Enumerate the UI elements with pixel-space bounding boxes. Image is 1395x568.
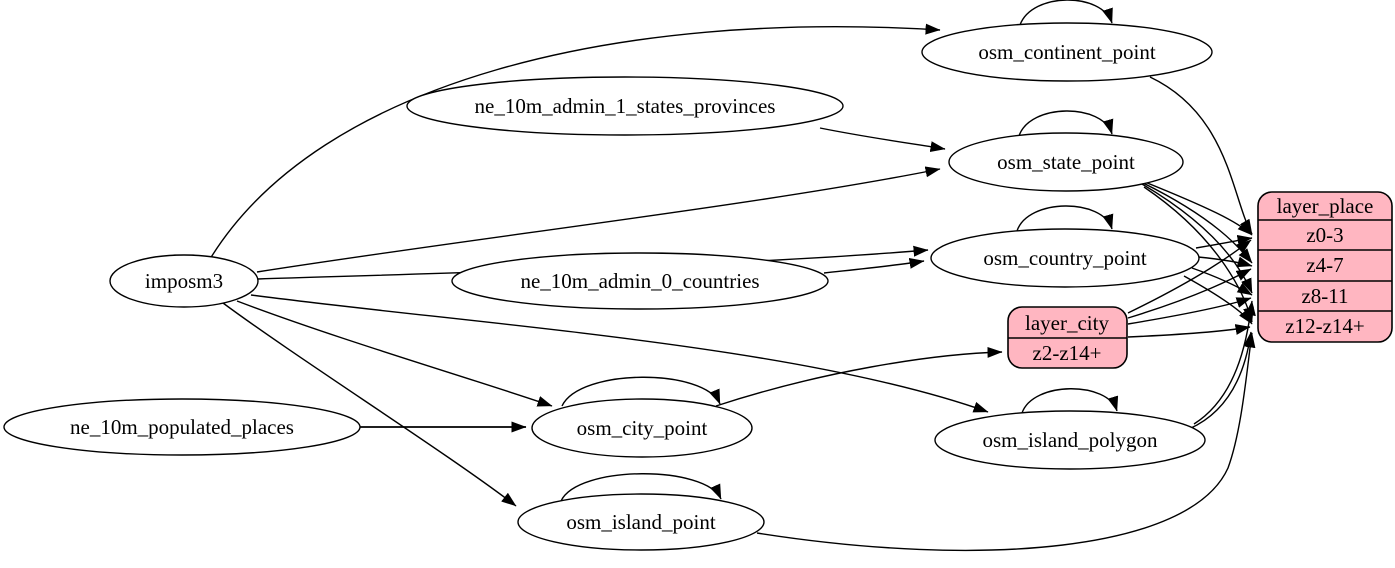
edge-osm_island_point-layer_place-z12-z14 (756, 332, 1256, 552)
node-ne_10m_admin_0_countries: ne_10m_admin_0_countries (451, 252, 829, 310)
osm_country_point-shape (930, 228, 1200, 288)
ne_10m_admin_1_states_provinces-label: ne_10m_admin_1_states_provinces (475, 94, 776, 118)
osm_country_point-label: osm_country_point (983, 246, 1146, 270)
self-loop-osm_island_point (560, 473, 722, 502)
edge-imposm3-osm_island_point (222, 302, 517, 507)
node-osm_island_point: osm_island_point (517, 493, 765, 551)
ne_10m_admin_1_states_provinces-shape (406, 76, 844, 136)
edge-osm_country_point-layer_place-z0-3 (1195, 234, 1253, 249)
self-loop-osm_country_point (1016, 205, 1114, 232)
node-ne_10m_admin_1_states_provinces: ne_10m_admin_1_states_provinces (406, 76, 844, 136)
edge-layer_city-layer_place-z0-3 (1127, 239, 1252, 314)
edge-osm_island_polygon-layer_place-z8-11 (1193, 300, 1256, 425)
node-layer_city: layer_city z2-z14+ (1007, 306, 1128, 369)
imposm3-label: imposm3 (145, 269, 223, 293)
layer_place-row-z0-3: z0-3 (1306, 223, 1343, 247)
edge-layer_city-layer_place-z4-7 (1127, 268, 1252, 319)
node-osm_island_polygon: osm_island_polygon (934, 410, 1206, 470)
node-osm_country_point: osm_country_point (930, 228, 1200, 288)
ne_10m_populated_places-shape (3, 398, 361, 456)
layer_place-row-z8-11: z8-11 (1301, 284, 1348, 308)
node-layer_place: layer_place z0-3 z4-7 z8-11 z12-z14+ (1257, 191, 1393, 343)
ne_10m_admin_0_countries-shape (451, 252, 829, 310)
edge-ne_10m_admin_0_countries-osm_country_point (823, 257, 925, 274)
osm_state_point-label: osm_state_point (997, 150, 1135, 174)
imposm3-shape (109, 254, 259, 308)
osm_island_point-shape (517, 493, 765, 551)
ne_10m_admin_0_countries-label: ne_10m_admin_0_countries (520, 269, 759, 293)
edge-osm_country_point-layer_place-z8-11 (1191, 267, 1253, 296)
node-imposm3: imposm3 (109, 254, 259, 308)
osm_city_point-shape (531, 398, 753, 458)
edge-osm_country_point-layer_place-z4-7 (1197, 256, 1253, 268)
layer_place-row-z12-z14: z12-z14+ (1285, 314, 1364, 338)
nodes: imposm3 ne_10m_admin_1_states_provinces … (3, 22, 1393, 551)
edge-imposm3-osm_island_polygon (250, 294, 989, 413)
layer_city-header: layer_city (1025, 311, 1109, 335)
node-osm_city_point: osm_city_point (531, 398, 753, 458)
osm_continent_point-label: osm_continent_point (978, 40, 1155, 64)
self-loop-osm_continent_point (1019, 0, 1113, 26)
edge-ne_10m_admin_1_states_provinces-osm_state_point (819, 127, 946, 153)
osm_state_point-shape (948, 132, 1184, 192)
osm_island_point-label: osm_island_point (566, 510, 716, 534)
layer_place-header: layer_place (1277, 194, 1374, 218)
edge-layer_city-layer_place-z8-11 (1127, 297, 1252, 325)
edge-imposm3-osm_city_point (236, 300, 553, 407)
osm_island_polygon-shape (934, 410, 1206, 470)
layer_place-row-z4-7: z4-7 (1306, 253, 1343, 277)
osm_continent_point-shape (921, 22, 1213, 82)
edge-osm_country_point-layer_place-z12-z14 (1183, 275, 1253, 325)
node-osm_state_point: osm_state_point (948, 132, 1184, 192)
edge-osm_state_point-layer_place-z0-3 (1134, 177, 1253, 236)
node-ne_10m_populated_places: ne_10m_populated_places (3, 398, 361, 456)
edge-layer_city-layer_place-z12-z14 (1127, 324, 1251, 338)
self-loop-osm_state_point (1018, 110, 1114, 137)
self-loop-osm_city_point (561, 376, 721, 407)
edge-osm_city_point-layer_city-z2-z14 (715, 346, 1003, 407)
ne_10m_populated_places-label: ne_10m_populated_places (70, 415, 294, 439)
osm_city_point-label: osm_city_point (577, 416, 708, 440)
edges (209, 0, 1256, 552)
osm_island_polygon-label: osm_island_polygon (982, 428, 1158, 452)
layer_place-shape (1257, 191, 1393, 343)
edge-osm_continent_point-layer_place-z0-3 (1149, 76, 1253, 235)
self-loop-osm_island_polygon (1021, 388, 1119, 414)
layer_city-row-z2-z14: z2-z14+ (1033, 341, 1102, 365)
node-osm_continent_point: osm_continent_point (921, 22, 1213, 82)
edge-imposm3-osm_state_point (256, 166, 941, 273)
edge-imposm3-osm_continent_point (209, 23, 941, 260)
